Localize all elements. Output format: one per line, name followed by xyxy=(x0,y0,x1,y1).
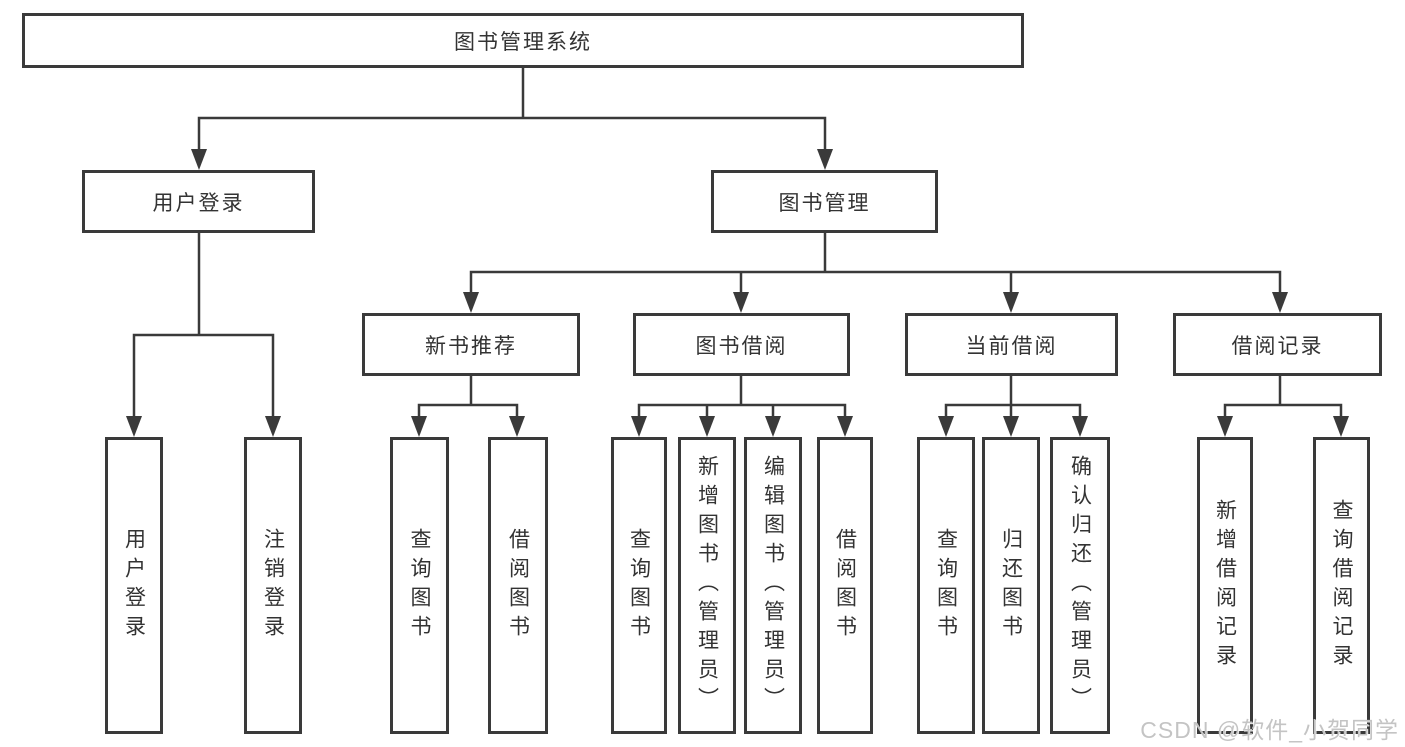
node-book-borrow: 图书借阅 xyxy=(633,313,850,376)
connector-current-borrow-to-leaves xyxy=(938,374,1088,437)
leaf-edit-book-admin: 编辑图书（管理员） xyxy=(744,437,802,734)
connector-root-to-level2 xyxy=(191,66,833,170)
node-label: 新书推荐 xyxy=(425,334,517,358)
node-label: 用户登录 xyxy=(152,191,245,215)
node-library-system: 图书管理系统 xyxy=(22,13,1024,68)
arrowhead-icon xyxy=(631,416,647,437)
arrowhead-icon xyxy=(733,292,749,313)
leaf-logout: 注销登录 xyxy=(244,437,302,734)
arrowhead-icon xyxy=(1333,416,1349,437)
arrowhead-icon xyxy=(411,416,427,437)
node-label: 借阅图书 xyxy=(833,527,857,644)
node-user-login: 用户登录 xyxy=(82,170,315,233)
arrowhead-icon xyxy=(1072,416,1088,437)
arrowhead-icon xyxy=(699,416,715,437)
node-label: 图书借阅 xyxy=(695,334,788,358)
arrowhead-icon xyxy=(765,416,781,437)
arrowhead-icon xyxy=(1272,292,1288,313)
node-label: 编辑图书（管理员） xyxy=(761,455,785,716)
node-label: 确认归还（管理员） xyxy=(1068,455,1092,716)
node-label: 查询借阅记录 xyxy=(1330,498,1353,673)
arrowhead-icon xyxy=(126,416,142,437)
connector-user-login-to-leaves xyxy=(126,231,281,437)
csdn-watermark: CSDN @软件_小贺同学 xyxy=(1140,717,1399,743)
leaf-add-book-admin: 新增图书（管理员） xyxy=(678,437,736,734)
node-label: 图书管理系统 xyxy=(454,30,592,54)
node-label: 当前借阅 xyxy=(965,334,1058,358)
node-label: 归还图书 xyxy=(999,527,1023,644)
arrowhead-icon xyxy=(1217,416,1233,437)
leaf-user-login: 用户登录 xyxy=(105,437,163,734)
arrowhead-icon xyxy=(463,292,479,313)
node-label: 注销登录 xyxy=(261,527,285,644)
leaf-query-books: 查询图书 xyxy=(390,437,449,734)
leaf-borrow-books: 借阅图书 xyxy=(817,437,873,734)
node-label: 新增图书（管理员） xyxy=(695,455,719,716)
arrowhead-icon xyxy=(837,416,853,437)
node-label: 用户登录 xyxy=(122,527,146,644)
node-new-book-recommend: 新书推荐 xyxy=(362,313,580,376)
node-label: 借阅图书 xyxy=(506,527,530,644)
arrowhead-icon xyxy=(1003,292,1019,313)
node-label: 查询图书 xyxy=(408,527,431,644)
node-borrow-records: 借阅记录 xyxy=(1173,313,1382,376)
node-label: 借阅记录 xyxy=(1231,334,1324,358)
leaf-return-books: 归还图书 xyxy=(982,437,1040,734)
connector-borrow-records-to-leaves xyxy=(1217,374,1349,437)
arrowhead-icon xyxy=(817,149,833,170)
arrowhead-icon xyxy=(938,416,954,437)
leaf-borrow-books: 借阅图书 xyxy=(488,437,548,734)
leaf-query-books: 查询图书 xyxy=(917,437,975,734)
connector-book-borrow-to-leaves xyxy=(631,374,853,437)
arrowhead-icon xyxy=(1003,416,1019,437)
node-label: 查询图书 xyxy=(934,527,958,644)
node-label: 图书管理 xyxy=(778,191,871,215)
node-label: 新增借阅记录 xyxy=(1213,498,1237,673)
leaf-query-borrow-record: 查询借阅记录 xyxy=(1313,437,1370,734)
node-current-borrow: 当前借阅 xyxy=(905,313,1118,376)
node-book-management: 图书管理 xyxy=(711,170,938,233)
node-label: 查询图书 xyxy=(627,527,651,644)
leaf-query-books: 查询图书 xyxy=(611,437,667,734)
arrowhead-icon xyxy=(191,149,207,170)
connector-book-management-to-level3 xyxy=(463,231,1288,313)
arrowhead-icon xyxy=(265,416,281,437)
arrowhead-icon xyxy=(509,416,525,437)
leaf-add-borrow-record: 新增借阅记录 xyxy=(1197,437,1253,734)
connector-new-book-recommend-to-leaves xyxy=(411,374,525,437)
leaf-confirm-return-admin: 确认归还（管理员） xyxy=(1050,437,1110,734)
